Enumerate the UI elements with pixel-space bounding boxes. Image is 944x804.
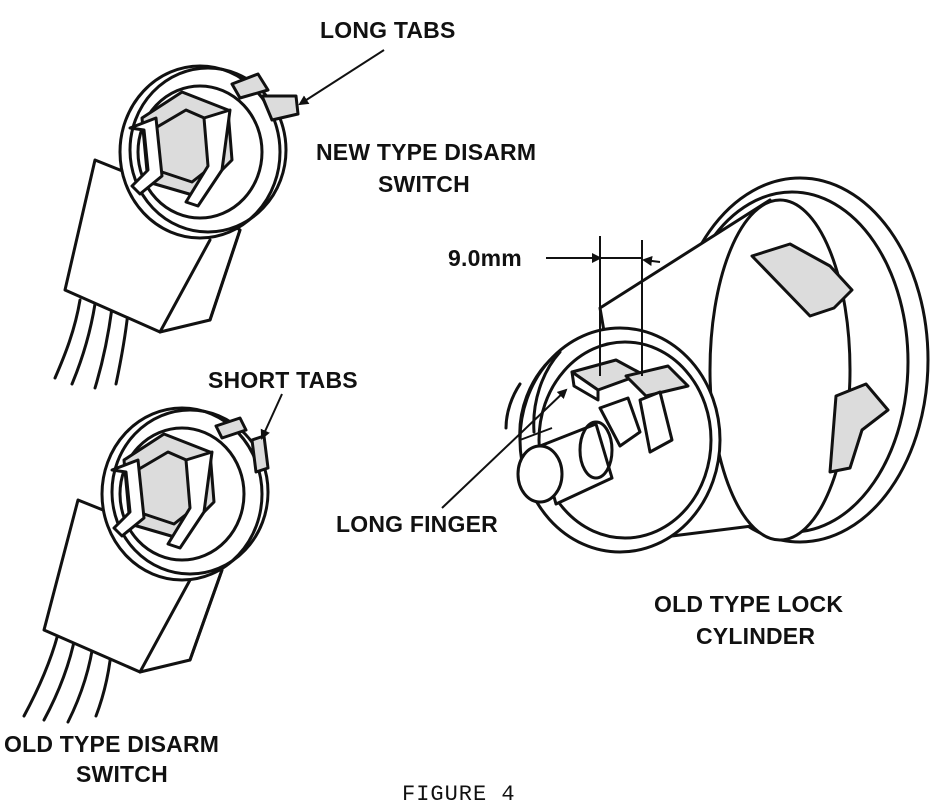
- new-switch-left-clip: [128, 116, 164, 196]
- label-lock-line1: OLD TYPE LOCK: [654, 591, 843, 617]
- new-switch-right-clip: [184, 108, 232, 208]
- old-type-disarm-switch: [22, 406, 270, 724]
- label-long-tabs: LONG TABS: [320, 17, 456, 43]
- old-type-lock-cylinder: [504, 176, 930, 554]
- new-switch-long-tab: [260, 94, 300, 122]
- lock-shaft-end: [516, 444, 564, 504]
- new-type-disarm-switch: [53, 64, 300, 390]
- lock-cylinder-upper-lug: [750, 242, 854, 318]
- label-new-switch-line2: SWITCH: [378, 171, 470, 197]
- label-dimension: 9.0mm: [448, 245, 522, 271]
- dimension-callout: [546, 236, 661, 376]
- label-new-switch-line1: NEW TYPE DISARM: [316, 139, 536, 165]
- label-long-finger: LONG FINGER: [336, 511, 498, 537]
- figure-caption: FIGURE 4: [402, 782, 516, 804]
- long-finger-arrow: [441, 388, 568, 509]
- old-switch-short-tab: [250, 434, 270, 474]
- label-old-switch-line2: SWITCH: [76, 761, 168, 787]
- short-tabs-arrow: [260, 393, 283, 440]
- label-lock-line2: CYLINDER: [696, 623, 815, 649]
- label-old-switch-line1: OLD TYPE DISARM: [4, 731, 219, 757]
- label-short-tabs: SHORT TABS: [208, 367, 358, 393]
- old-switch-left-clip: [110, 458, 146, 538]
- old-switch-right-clip: [166, 450, 214, 550]
- long-tabs-arrow: [298, 49, 385, 106]
- new-switch-wires: [53, 298, 130, 390]
- lock-cylinder-side-lug: [828, 382, 890, 474]
